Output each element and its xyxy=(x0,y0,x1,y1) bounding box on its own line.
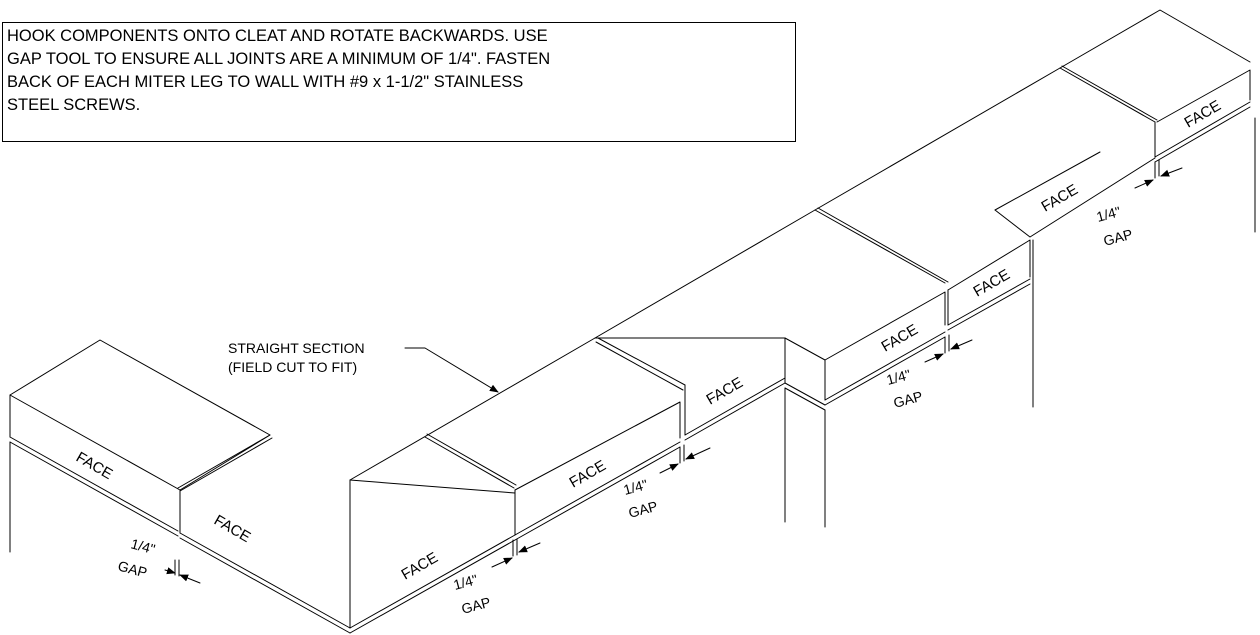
middle-segment xyxy=(349,337,826,634)
gap-dimension-text: 1/4" xyxy=(1095,203,1123,225)
face-label: FACE xyxy=(567,457,609,491)
note-line-3: BACK OF EACH MITER LEG TO WALL WITH #9 x… xyxy=(7,73,524,91)
note-line-4: STEEL SCREWS. xyxy=(7,96,141,114)
gap-dimension-text: 1/4" xyxy=(452,571,480,593)
face-label: FACE xyxy=(211,512,253,546)
gap-dimension-top-right: 1/4" GAP xyxy=(1095,159,1183,249)
face-label: FACE xyxy=(1039,181,1081,215)
gap-word-text: GAP xyxy=(1102,226,1135,249)
note-line-1: HOOK COMPONENTS ONTO CLEAT AND ROTATE BA… xyxy=(7,27,548,45)
gap-dimension-text: 1/4" xyxy=(885,366,913,388)
gap-dimension-text: 1/4" xyxy=(129,535,157,557)
callout-line-1: STRAIGHT SECTION xyxy=(228,340,365,356)
gap-word-text: GAP xyxy=(892,388,925,411)
gap-dimension-middle-left: 1/4" GAP xyxy=(452,538,541,617)
straight-section-callout: STRAIGHT SECTION (FIELD CUT TO FIT) xyxy=(228,340,499,393)
callout-line-2: (FIELD CUT TO FIT) xyxy=(228,359,357,375)
gap-word-text: GAP xyxy=(460,594,493,617)
face-label: FACE xyxy=(73,449,115,483)
left-miter-segment xyxy=(9,339,351,634)
note-line-2: GAP TOOL TO ENSURE ALL JOINTS ARE A MINI… xyxy=(7,50,551,68)
face-label: FACE xyxy=(704,374,746,408)
gap-dimension-text: 1/4" xyxy=(622,476,650,498)
upper-segment xyxy=(594,9,1256,408)
gap-dimension-left: 1/4" GAP xyxy=(116,535,201,584)
gap-dimension-middle: 1/4" GAP xyxy=(622,444,711,521)
gap-dimension-right: 1/4" GAP xyxy=(885,334,973,411)
face-label: FACE xyxy=(399,549,441,583)
gap-word-text: GAP xyxy=(116,557,149,580)
face-label: FACE xyxy=(971,266,1013,300)
installation-note: HOOK COMPONENTS ONTO CLEAT AND ROTATE BA… xyxy=(2,22,796,142)
gap-word-text: GAP xyxy=(627,498,660,521)
